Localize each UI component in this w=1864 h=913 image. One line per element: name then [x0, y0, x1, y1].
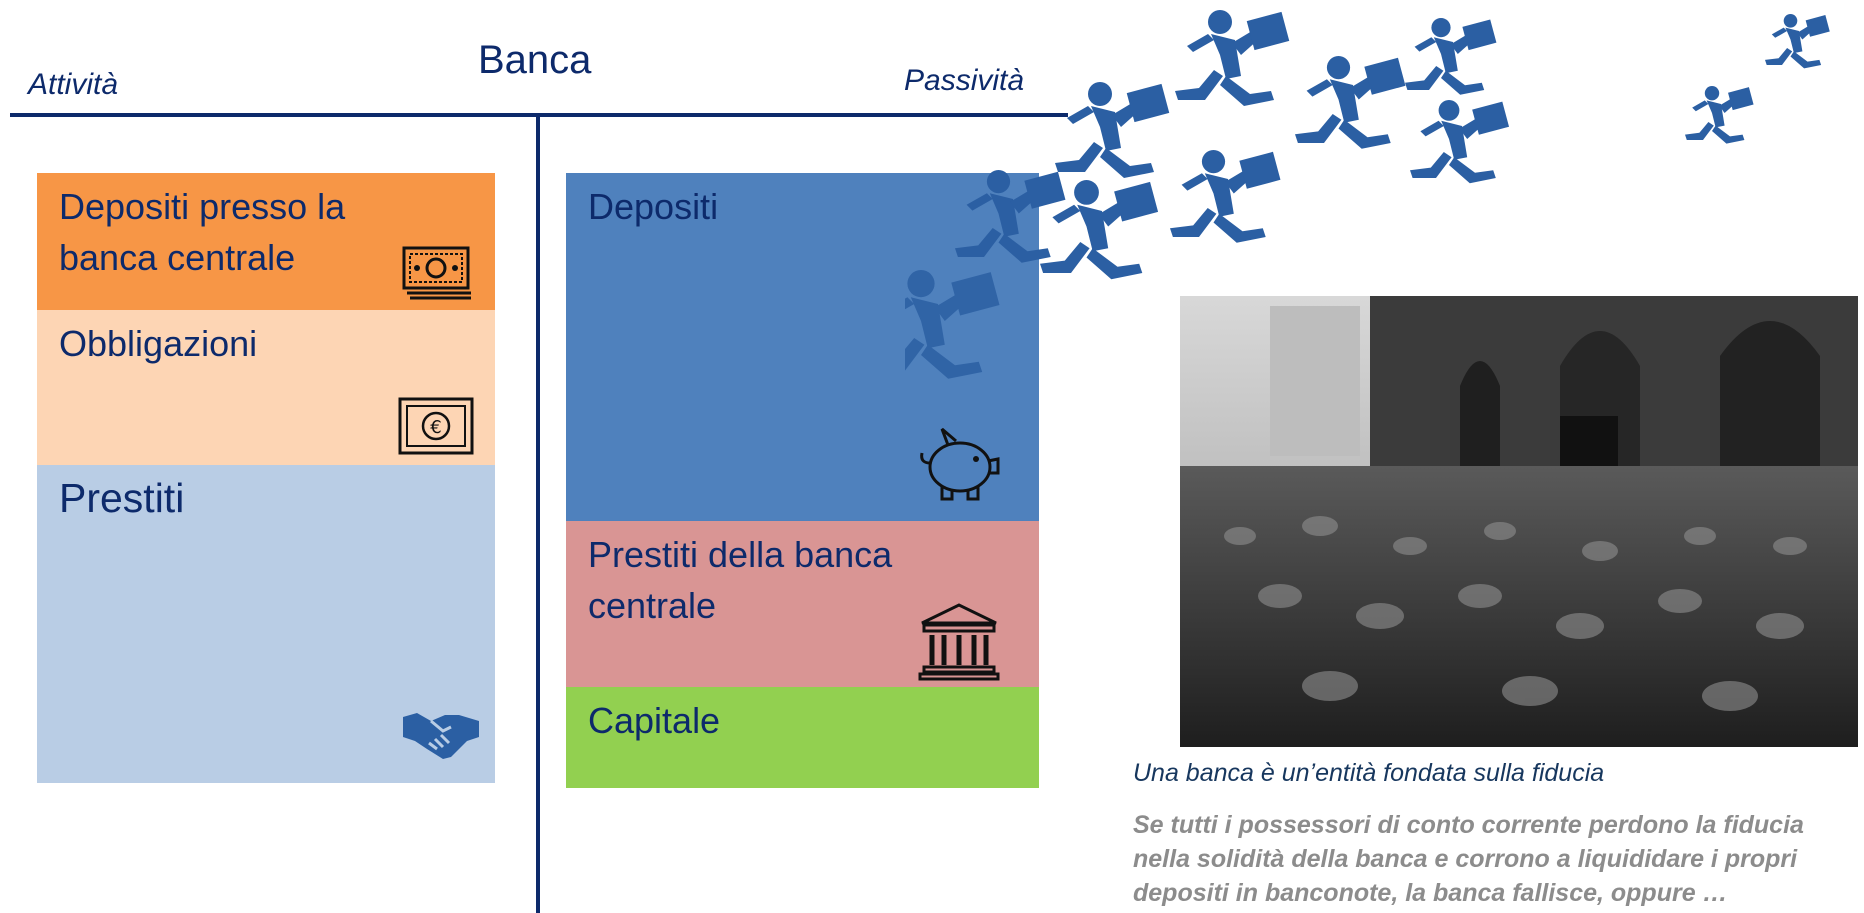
svg-text:€: € [430, 417, 441, 438]
asset-label: Prestiti [59, 475, 185, 521]
liability-deposits: Depositi [566, 173, 1039, 521]
asset-label: Depositi presso la banca centrale [59, 186, 346, 278]
diagram-title: Banca [478, 38, 592, 82]
liability-label: Prestiti della banca centrale [588, 534, 893, 626]
running-businessman-icon [1685, 86, 1754, 144]
piggy-bank-icon [920, 427, 1000, 501]
asset-central-bank-deposits: Depositi presso la banca centrale [37, 173, 495, 310]
liability-capital: Capitale [566, 687, 1039, 788]
t-account-vertical-line [536, 113, 540, 913]
running-businessman-icon [955, 170, 1066, 263]
liabilities-label: Passività [904, 64, 1025, 97]
running-businessman-icon [1055, 82, 1170, 178]
bank-building-icon [918, 603, 1000, 681]
running-businessman-icon [1405, 18, 1497, 95]
running-businessman-icon [1170, 150, 1281, 243]
running-businessman-icon [1765, 14, 1830, 69]
running-businessman-icon [905, 270, 1000, 379]
running-businessman-icon [1410, 100, 1510, 184]
liability-label: Capitale [588, 700, 721, 741]
photo-description: Se tutti i possessori di conto corrente … [1133, 811, 1804, 907]
liability-central-bank-loans: Prestiti della banca centrale [566, 521, 1039, 687]
euro-bill-icon: € [398, 397, 474, 455]
asset-loans: Prestiti [37, 465, 495, 783]
running-businessman-icon [1295, 56, 1406, 149]
asset-bonds: Obbligazioni € [37, 310, 495, 465]
liability-label: Depositi [588, 186, 719, 227]
assets-label: Attività [28, 68, 119, 101]
handshake-icon [403, 713, 479, 759]
running-businessman-icon [1175, 10, 1290, 106]
asset-label: Obbligazioni [59, 323, 258, 364]
banknote-icon [402, 246, 471, 300]
photo-caption: Una banca è un’entità fondata sulla fidu… [1133, 759, 1605, 787]
bank-run-crowd-photo [1180, 296, 1858, 747]
